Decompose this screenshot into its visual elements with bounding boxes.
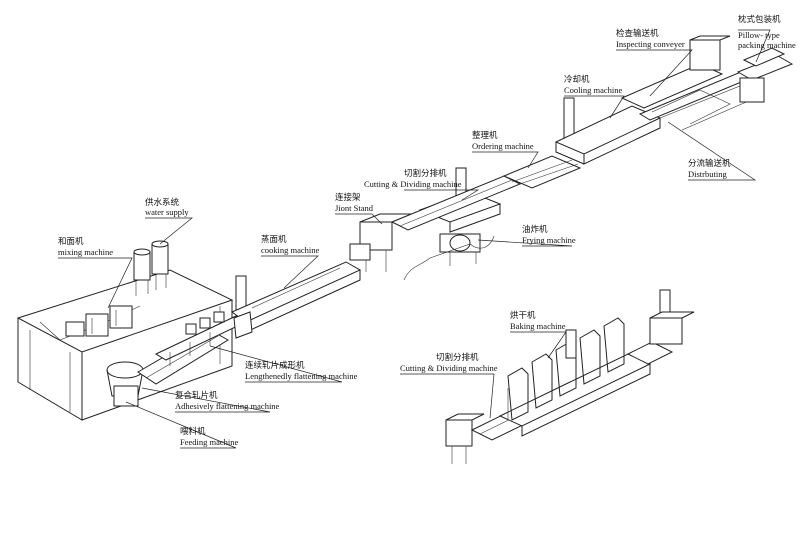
packing-machine [736, 47, 794, 103]
ordering-conveyor [502, 155, 582, 189]
svg-text:供水系统: 供水系统 [145, 197, 180, 208]
label-frying: 油炸机 Frying machine [522, 224, 576, 245]
label-joint-stand: 连接架 Jiont Stand [335, 192, 374, 213]
water-tanks [133, 240, 169, 296]
svg-text:连接架: 连接架 [335, 192, 361, 203]
label-lengthened-flattening: 连续轧片成形机 Lengthenedly flattening machine [245, 360, 358, 381]
svg-text:和面机: 和面机 [58, 236, 84, 247]
svg-text:Baking machine: Baking machine [510, 321, 566, 331]
svg-text:连续轧片成形机: 连续轧片成形机 [245, 360, 305, 371]
flattening-conveyor [137, 311, 248, 385]
svg-text:Jiont Stand: Jiont Stand [335, 203, 374, 213]
svg-text:Cutting & Dividing machine: Cutting & Dividing machine [364, 179, 462, 189]
svg-text:切割分排机: 切割分排机 [436, 352, 479, 363]
svg-text:Ordering machine: Ordering machine [472, 141, 534, 151]
lower-line [445, 289, 695, 464]
svg-text:切割分排机: 切割分排机 [404, 168, 447, 179]
svg-text:Frying machine: Frying machine [522, 235, 576, 245]
label-baking: 烘干机 Baking machine [510, 310, 566, 331]
label-water-supply: 供水系统 water supply [145, 197, 189, 217]
svg-text:packing machine: packing machine [738, 40, 796, 50]
svg-text:冷却机: 冷却机 [564, 74, 590, 85]
label-mixing: 和面机 mixing machine [58, 236, 113, 257]
svg-text:water supply: water supply [145, 207, 189, 217]
cooling-machine [554, 97, 662, 165]
svg-text:分流输送机: 分流输送机 [688, 158, 731, 169]
svg-text:油炸机: 油炸机 [522, 224, 548, 235]
svg-text:枕式包装机: 枕式包装机 [738, 14, 781, 25]
svg-text:cooking machine: cooking machine [261, 245, 320, 255]
svg-text:Feeding machine: Feeding machine [180, 437, 239, 447]
label-inspecting: 检查输送机 Inspecting conveyer [616, 28, 685, 49]
svg-text:检查输送机: 检查输送机 [616, 28, 659, 39]
label-feeding: 喂料机 Feeding machine [180, 426, 239, 447]
label-adhesive-flattening: 复合轧片机 Adhesively flattening machine [175, 390, 280, 411]
feeding-hopper [106, 361, 144, 407]
label-cutting-lower: 切割分排机 Cutting & Dividing machine [400, 352, 498, 373]
svg-text:Lengthenedly flattening machin: Lengthenedly flattening machine [245, 371, 358, 381]
label-ordering: 整理机 Ordering machine [472, 130, 534, 151]
svg-text:Adhesively flattening machine: Adhesively flattening machine [175, 401, 280, 411]
label-distributing: 分流输送机 Distrbuting [688, 158, 731, 179]
mixer-units [65, 305, 133, 337]
joint-stand [349, 213, 413, 272]
svg-text:烘干机: 烘干机 [510, 310, 536, 321]
cooking-machine [230, 261, 362, 339]
svg-text:Distrbuting: Distrbuting [688, 169, 727, 179]
label-cooling: 冷却机 Cooling machine [564, 74, 623, 95]
label-cooking: 蒸面机 cooking machine [261, 234, 320, 255]
svg-text:Cutting & Dividing machine: Cutting & Dividing machine [400, 363, 498, 373]
svg-text:喂料机: 喂料机 [180, 426, 206, 437]
svg-text:蒸面机: 蒸面机 [261, 234, 287, 245]
svg-text:Inspecting conveyer: Inspecting conveyer [616, 39, 685, 49]
svg-text:Pillow- type: Pillow- type [738, 30, 780, 40]
svg-text:复合轧片机: 复合轧片机 [175, 390, 218, 401]
svg-text:整理机: 整理机 [472, 130, 498, 141]
leader-lines [58, 29, 771, 449]
label-pillow-packing: 枕式包装机 Pillow- type packing machine [738, 14, 796, 50]
label-cutting-upper: 切割分排机 Cutting & Dividing machine [364, 168, 462, 189]
svg-text:Cooling machine: Cooling machine [564, 85, 623, 95]
svg-text:mixing machine: mixing machine [58, 247, 113, 257]
